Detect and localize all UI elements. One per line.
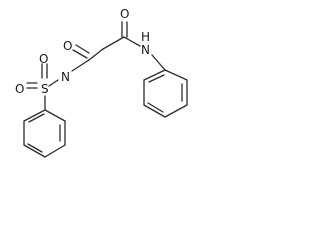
bond-c2-o-double-a	[75, 44, 90, 54]
bond-lower-ring-1	[44, 109, 66, 122]
bond-ch2-c2	[88, 48, 104, 61]
bond-right-ring-3	[164, 104, 188, 118]
chemical-structure-drawing: O O N H N S O O	[15, 7, 188, 158]
bond-right-ring-4	[143, 104, 166, 118]
bond-c2-o-double-b	[72, 49, 88, 59]
bond-n-right-phenyl	[151, 54, 166, 71]
atom-label-o-sulfonyl-left: O	[15, 82, 24, 96]
bond-c2-n-left	[71, 59, 90, 72]
bond-lower-ring-inner-3	[28, 113, 45, 123]
atom-label-o-sulfonyl-top: O	[39, 52, 48, 66]
bond-c1-n-right	[123, 36, 141, 47]
bond-lines	[23, 21, 188, 158]
atom-label-nh-anilide-h: H	[141, 30, 150, 44]
atom-label-n-sulfonyl: N	[61, 70, 70, 84]
atom-labels: O O N H N S O O	[15, 7, 150, 96]
bond-lower-ring-inner-2	[27, 143, 43, 153]
bond-right-ring-1	[164, 69, 188, 81]
bond-lower-ring-3	[44, 144, 66, 158]
bond-n-s	[48, 79, 59, 87]
atom-label-nh-anilide-n: N	[141, 43, 150, 57]
atom-label-s-sulfonyl: S	[41, 82, 49, 96]
atom-label-o-amide-left: O	[63, 39, 72, 53]
bond-right-ring-inner-3	[148, 74, 165, 83]
bond-lower-ring-6	[23, 109, 46, 122]
bond-right-ring-inner-2	[147, 102, 164, 113]
bond-lower-ring-4	[23, 144, 46, 158]
atom-label-o-amide-right: O	[120, 7, 129, 21]
bond-right-ring-6	[143, 69, 166, 81]
bond-c1-ch2	[102, 36, 125, 50]
